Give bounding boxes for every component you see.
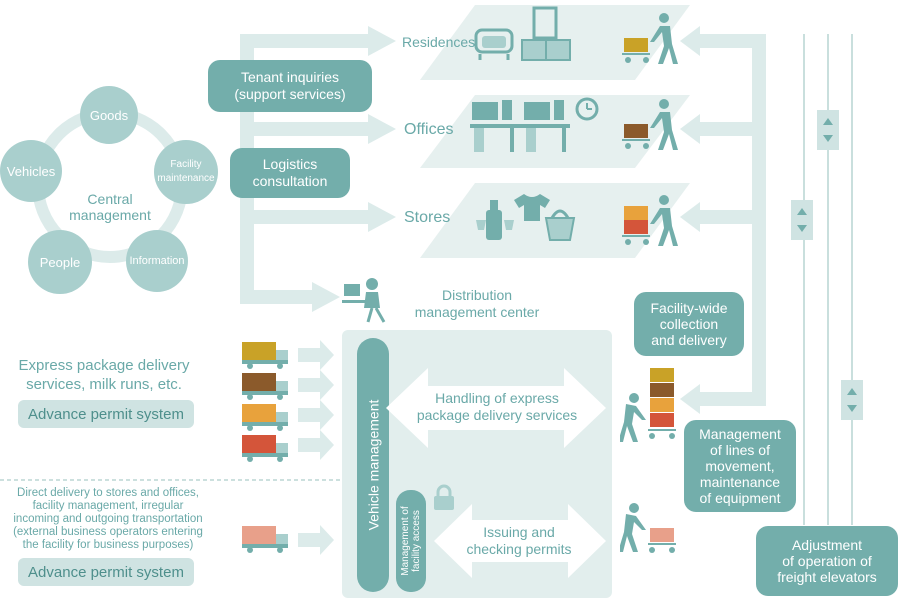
express-delivery-text: Express package delivery services, milk … [18,357,190,393]
worker-cart-icon [622,195,678,246]
node-people: People [28,230,92,294]
node-goods: Goods [80,86,138,144]
elevator-icon [791,200,813,240]
facility-access-bar [396,490,426,592]
advance-permit-system-1: Advance permit system [18,400,194,428]
tshirt-icon [514,194,550,221]
callout-tenant-inquiries: Tenant inquiries (support services) [208,60,372,112]
dresser-icon [521,6,571,61]
worker-cart-icon [622,13,678,64]
central-management-title: Central management [69,191,151,223]
wine-icon [476,200,514,240]
node-vehicles: Vehicles [0,140,62,202]
lock-icon [434,484,454,510]
issuing-double-arrow [434,504,606,578]
worker-cart-icon [620,503,676,553]
elevator-icon [817,110,839,150]
callout-logistics-consultation: Logistics consultation [230,148,350,198]
elevator-icon [841,380,863,420]
worker-cart-icon [622,99,678,150]
operator-desk-icon [342,278,386,323]
worker-cart-icon [620,368,676,442]
callout-lines-of-movement: Management of lines of movement, mainten… [684,420,796,512]
desk-computer-icon [470,100,570,152]
basket-icon [544,209,576,241]
facility-access-label: Management of facility access [400,506,422,576]
direct-delivery-text: Direct delivery to stores and offices, f… [13,487,203,551]
callout-collection-delivery: Facility-wide collection and delivery [634,292,744,356]
handling-double-arrow [386,368,606,448]
handling-express-label: Handling of express package delivery ser… [416,390,578,423]
floor-label-offices: Offices [404,121,454,138]
truck-icon [242,526,288,553]
vehicle-management-bar [357,338,389,592]
vehicle-management-label: Vehicle management [365,399,382,531]
advance-permit-system-2: Advance permit system [18,558,194,586]
floor-label-residences: Residences [402,34,476,50]
callout-freight-elevators: Adjustment of operation of freight eleva… [756,526,898,596]
floor-label-stores: Stores [404,209,451,226]
clock-icon [575,97,599,121]
sofa-icon [474,28,514,60]
node-facility-maintenance: Facility maintenance [154,140,218,204]
truck-icon [242,342,288,462]
issuing-permits-label: Issuing and checking permits [466,524,572,557]
distribution-center-title: Distribution management center [414,287,540,320]
node-information: Information [126,230,188,292]
